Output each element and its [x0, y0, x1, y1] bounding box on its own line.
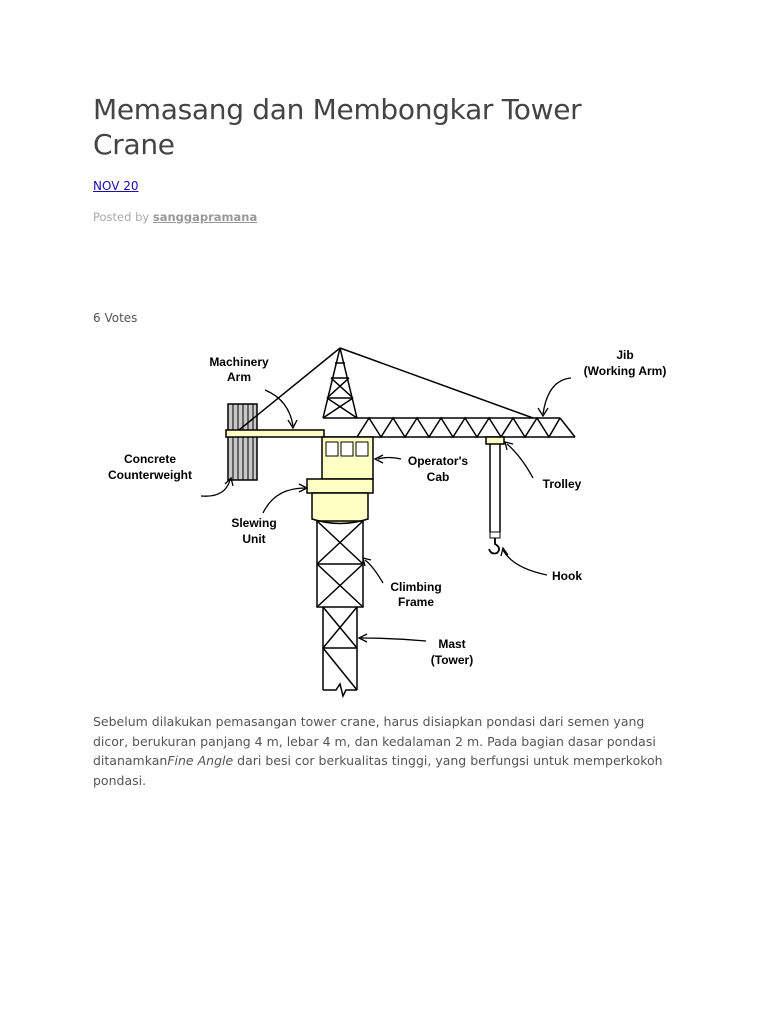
label-machinery-arm-2: Arm — [227, 370, 251, 384]
post-title: Memasang dan Membongkar Tower Crane — [93, 93, 582, 161]
tower-crane-svg: Machinery Arm Jib (Working Arm) Concrete… — [108, 347, 667, 699]
label-concrete-2: Counterweight — [108, 468, 192, 482]
body-emphasis: Fine Angle — [167, 753, 234, 768]
label-jib-1: Jib — [616, 348, 633, 362]
label-machinery-arm-1: Machinery — [209, 355, 269, 369]
climbing-frame — [316, 520, 364, 608]
body-text-before: Sebelum dilakukan pemasangan tower crane… — [93, 714, 656, 768]
label-climbing-2: Frame — [398, 595, 434, 609]
label-slewing-2: Unit — [242, 532, 265, 546]
concrete-counterweight — [227, 403, 258, 481]
tower-top — [322, 347, 358, 419]
author-link[interactable]: sanggapramana — [152, 210, 258, 224]
label-hook: Hook — [552, 569, 582, 583]
label-mast-1: Mast — [438, 637, 465, 651]
leader-arrows — [200, 377, 572, 643]
label-trolley: Trolley — [543, 477, 582, 491]
jib — [323, 416, 576, 439]
label-climbing-1: Climbing — [390, 580, 441, 594]
label-operator-1: Operator's — [408, 454, 469, 468]
post-byline: Posted by sanggapramana — [93, 210, 257, 224]
trolley-hook — [485, 436, 505, 555]
votes-count: 6 Votes — [93, 311, 138, 325]
label-concrete-1: Concrete — [124, 452, 176, 466]
slewing-unit — [306, 478, 374, 525]
mast — [322, 606, 358, 699]
tower-crane-diagram: Machinery Arm Jib (Working Arm) Concrete… — [93, 338, 683, 702]
body-paragraph: Sebelum dilakukan pemasangan tower crane… — [93, 712, 683, 790]
label-slewing-1: Slewing — [231, 516, 276, 530]
label-mast-2: (Tower) — [431, 653, 473, 667]
machinery-arm — [225, 429, 325, 438]
label-operator-2: Cab — [427, 470, 450, 484]
label-jib-2: (Working Arm) — [584, 364, 667, 378]
posted-by-prefix: Posted by — [93, 210, 153, 224]
body-text-after: dari besi cor berkualitas tinggi, yang b… — [93, 753, 663, 788]
post-date-link[interactable]: NOV 20 — [93, 179, 139, 193]
operator-cab — [321, 436, 374, 480]
